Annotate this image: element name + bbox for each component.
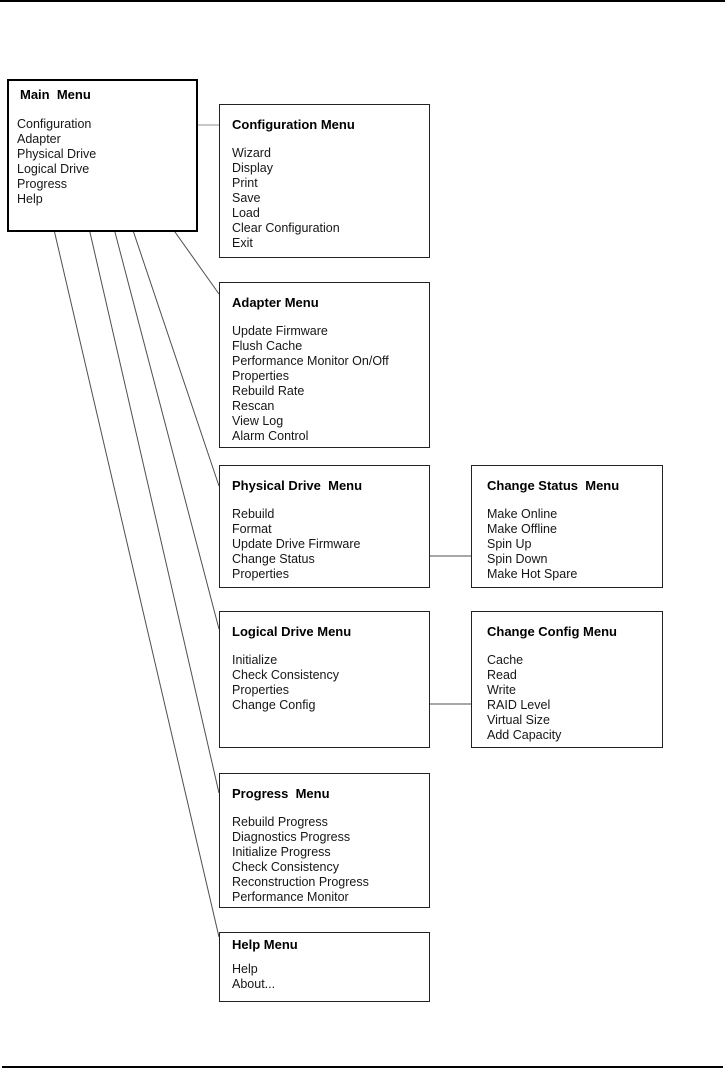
menu-title-help: Help Menu [232,937,298,952]
adapter-item-properties: Properties [232,369,289,383]
change-status-item-make-offline: Make Offline [487,522,557,536]
change-status-item-spin-down: Spin Down [487,552,548,566]
adapter-item-update-firmware: Update Firmware [232,324,328,338]
menu-box-progress: Progress Menu Rebuild Progress Diagnosti… [219,773,430,908]
menu-title-configuration: Configuration Menu [232,117,355,132]
menu-title-adapter: Adapter Menu [232,295,319,310]
main-item-physical-drive: Physical Drive [17,147,97,161]
logical-drive-item-check-consistency: Check Consistency [232,668,339,682]
connector-main-logical-drive [99,174,220,630]
configuration-item-save: Save [232,191,261,205]
progress-item-performance-monitor: Performance Monitor [232,890,349,904]
logical-drive-item-properties: Properties [232,683,289,697]
change-config-item-add-capacity: Add Capacity [487,728,562,742]
menu-box-help: Help Menu Help About... [219,932,430,1002]
adapter-item-performance-monitor: Performance Monitor On/Off [232,354,389,368]
main-item-progress: Progress [17,177,68,191]
change-config-item-cache: Cache [487,653,524,667]
logical-drive-item-change-config: Change Config [232,698,316,712]
configuration-item-exit: Exit [232,236,253,250]
adapter-item-rescan: Rescan [232,399,275,413]
change-status-item-make-online: Make Online [487,507,558,521]
menu-box-main: Main Menu Configuration Adapter Physical… [7,79,198,232]
change-status-item-make-hot-spare: Make Hot Spare [487,567,578,581]
main-item-configuration: Configuration [17,117,92,131]
configuration-item-clear-configuration: Clear Configuration [232,221,340,235]
menu-title-change-config: Change Config Menu [487,624,617,639]
menu-title-physical-drive: Physical Drive Menu [232,478,363,493]
menu-title-progress: Progress Menu [232,786,330,801]
progress-item-diagnostics-progress: Diagnostics Progress [232,830,351,844]
physical-drive-item-properties: Properties [232,567,289,581]
adapter-item-view-log: View Log [232,414,284,428]
menu-title-main: Main Menu [20,87,91,102]
main-item-adapter: Adapter [17,132,61,146]
adapter-item-flush-cache: Flush Cache [232,339,303,353]
progress-item-initialize-progress: Initialize Progress [232,845,331,859]
configuration-item-wizard: Wizard [232,146,271,160]
configuration-item-load: Load [232,206,260,220]
change-config-item-virtual-size: Virtual Size [487,713,550,727]
menu-box-logical-drive: Logical Drive Menu Initialize Check Cons… [219,611,430,748]
adapter-item-alarm-control: Alarm Control [232,429,309,443]
main-item-help: Help [17,192,43,206]
progress-item-check-consistency: Check Consistency [232,860,339,874]
change-config-item-read: Read [487,668,517,682]
progress-item-rebuild-progress: Rebuild Progress [232,815,328,829]
change-config-item-write: Write [487,683,516,697]
physical-drive-item-update-drive-firmware: Update Drive Firmware [232,537,361,551]
bottom-rule [2,1066,723,1068]
configuration-item-print: Print [232,176,258,190]
help-item-help: Help [232,962,258,976]
connector-main-progress [79,188,220,794]
change-config-item-raid-level: RAID Level [487,698,551,712]
progress-item-reconstruction-progress: Reconstruction Progress [232,875,369,889]
top-rule [0,0,725,2]
physical-drive-item-rebuild: Rebuild [232,507,275,521]
menu-box-change-config: Change Config Menu Cache Read Write RAID… [471,611,663,748]
menu-box-change-status: Change Status Menu Make Online Make Offl… [471,465,663,588]
change-status-item-spin-up: Spin Up [487,537,532,551]
menu-title-change-status: Change Status Menu [487,478,620,493]
physical-drive-item-format: Format [232,522,272,536]
configuration-item-display: Display [232,161,273,175]
connector-main-help [47,203,220,938]
physical-drive-item-change-status: Change Status [232,552,315,566]
menu-box-configuration: Configuration Menu Wizard Display Print … [219,104,430,258]
menu-title-logical-drive: Logical Drive Menu [232,624,352,639]
logical-drive-item-initialize: Initialize [232,653,278,667]
menu-box-physical-drive: Physical Drive Menu Rebuild Format Updat… [219,465,430,588]
menu-box-adapter: Adapter Menu Update Firmware Flush Cache… [219,282,430,448]
adapter-item-rebuild-rate: Rebuild Rate [232,384,305,398]
help-item-about: About... [232,977,276,991]
main-item-logical-drive: Logical Drive [17,162,90,176]
